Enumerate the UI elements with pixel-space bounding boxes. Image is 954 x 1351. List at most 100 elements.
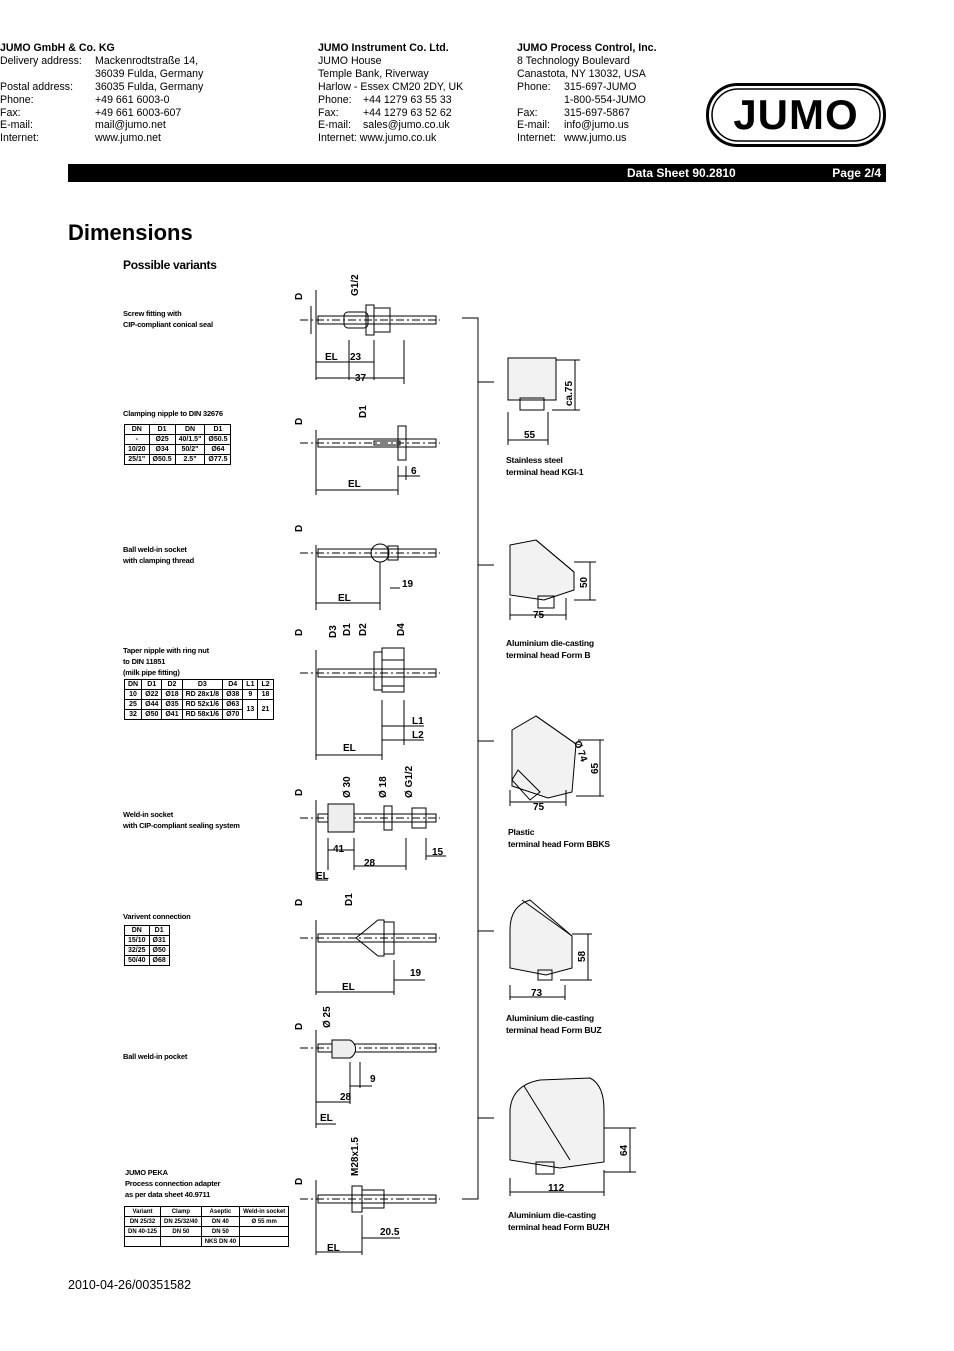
- footer-document-id: 2010-04-26/00351582: [68, 1278, 192, 1292]
- head-caption-form-buz: Aluminium die-casting terminal head Form…: [506, 1012, 602, 1036]
- drawing-head-form-b: [509, 539, 596, 620]
- table-cell: Ø70: [222, 709, 244, 720]
- field-value: www.jumo.us: [564, 132, 627, 145]
- variant-caption-ball-weld-pocket: Ball weld-in pocket: [123, 1051, 187, 1062]
- field-label: E-mail:: [318, 119, 351, 132]
- dim-label: 112: [548, 1183, 565, 1194]
- address-line: JUMO House: [318, 54, 382, 67]
- dim-label: D: [294, 1178, 305, 1185]
- dim-label: EL: [338, 593, 351, 604]
- variant-caption-screw-fitting: Screw fitting with CIP-compliant conical…: [123, 308, 213, 330]
- table-row: NKS DN 40: [123, 1236, 290, 1247]
- dim-label: D: [294, 629, 305, 636]
- field-value: sales@jumo.co.uk: [363, 119, 450, 132]
- dim-label: 64: [619, 1144, 630, 1156]
- dim-label: 55: [524, 430, 536, 441]
- dim-label: 58: [577, 950, 588, 962]
- caption-line: Ball weld-in socket: [123, 545, 187, 554]
- drawing-varivent: [300, 919, 440, 995]
- caption-line: CIP-compliant conical seal: [123, 320, 213, 329]
- field-label: Internet:: [0, 132, 39, 145]
- field-label: Fax:: [318, 106, 339, 119]
- head-caption-kgi1: Stainless steel terminal head KGI-1: [506, 454, 584, 478]
- company-name: JUMO Process Control, Inc.: [517, 42, 657, 54]
- field-value: +44 1279 63 52 62: [363, 106, 452, 119]
- dim-label: 28: [364, 858, 376, 869]
- dim-label: D1: [344, 893, 355, 906]
- dim-label: 9: [370, 1074, 376, 1085]
- dim-label: Ø G1/2: [404, 765, 415, 798]
- dim-label: L1: [412, 716, 424, 727]
- variant-caption-clamping-nipple: Clamping nipple to DIN 32676: [123, 408, 223, 419]
- dim-label: 75: [533, 610, 545, 621]
- dim-label: D4: [396, 623, 407, 636]
- caption-line: Aluminium die-casting: [508, 1210, 596, 1220]
- dim-label: 15: [432, 847, 444, 858]
- company-name: JUMO Instrument Co. Ltd.: [318, 42, 449, 54]
- logo-text: JUMO: [733, 91, 858, 138]
- address-jumo-uk: JUMO Instrument Co. Ltd. JUMO House Temp…: [318, 42, 463, 145]
- dim-label: D3: [328, 625, 339, 638]
- dim-label: D: [294, 789, 305, 796]
- field-value: 1-800-554-JUMO: [564, 93, 646, 106]
- caption-line: (milk pipe fitting): [123, 668, 180, 677]
- head-caption-form-buzh: Aluminium die-casting terminal head Form…: [508, 1209, 610, 1233]
- drawing-head-kgi1: [507, 357, 580, 445]
- drawing-weld-in-socket: [300, 800, 446, 881]
- caption-line: with clamping thread: [123, 556, 195, 565]
- dim-label: 75: [533, 802, 545, 813]
- field-value: mail@jumo.net: [95, 119, 166, 132]
- datasheet-bar: Data Sheet 90.2810 Page 2/4: [68, 164, 886, 182]
- dim-label: EL: [342, 982, 355, 993]
- dim-label: EL: [348, 479, 361, 490]
- caption-line: Plastic: [508, 827, 535, 837]
- field-value: www.jumo.net: [95, 132, 161, 145]
- page-title: Dimensions: [68, 220, 193, 245]
- dim-label: 37: [355, 373, 367, 384]
- caption-line: Varivent connection: [123, 912, 191, 921]
- drawing-clamping-nipple: [300, 425, 440, 495]
- caption-line: Ball weld-in pocket: [123, 1052, 188, 1061]
- dim-label: 19: [410, 968, 422, 979]
- field-value: Mackenrodtstraße 14,: [95, 54, 199, 67]
- field-value: 315-697-JUMO: [564, 80, 637, 93]
- dim-label: D: [294, 418, 305, 425]
- table-cell: [239, 1236, 290, 1247]
- caption-line: terminal head KGI-1: [506, 467, 584, 477]
- address-jumo-germany: JUMO GmbH & Co. KG Delivery address:Mack…: [0, 42, 203, 145]
- caption-line: terminal head Form BUZ: [506, 1025, 602, 1035]
- dim-label: D: [294, 525, 305, 532]
- address-line: Canastota, NY 13032, USA: [517, 67, 646, 80]
- table-cell: 21: [257, 699, 274, 720]
- caption-line: with CIP-compliant sealing system: [123, 821, 240, 830]
- address-line: Temple Bank, Riverway: [318, 67, 429, 80]
- address-line: Harlow - Essex CM20 2DY, UK: [318, 80, 464, 93]
- table-cell: Ø68: [148, 955, 170, 966]
- caption-line: Taper nipple with ring nut: [123, 646, 209, 655]
- dim-label: D1: [342, 623, 353, 636]
- drawing-head-form-buz: [509, 899, 592, 1000]
- dim-label: Ø 18: [378, 776, 389, 798]
- dim-label: 41: [333, 844, 345, 855]
- head-caption-form-b: Aluminium die-casting terminal head Form…: [506, 637, 594, 661]
- field-label: Phone:: [0, 93, 34, 106]
- dim-label: D: [294, 293, 305, 300]
- field-label: Phone:: [517, 80, 551, 93]
- address-line: 8 Technology Boulevard: [517, 54, 630, 67]
- field-value: info@jumo.us: [564, 119, 629, 132]
- caption-line: Stainless steel: [506, 455, 563, 465]
- dim-label: Ø 30: [342, 776, 353, 798]
- dim-label: 20.5: [380, 1227, 400, 1238]
- field-label: E-mail:: [0, 119, 33, 132]
- drawing-ball-weld-socket: [300, 543, 440, 610]
- table-cell: Ø50.5: [148, 454, 176, 465]
- variant-caption-peka: JUMO PEKA Process connection adapter as …: [125, 1167, 220, 1200]
- section-subtitle: Possible variants: [123, 258, 217, 272]
- caption-line: Aluminium die-casting: [506, 1013, 594, 1023]
- caption-line: terminal head Form BBKS: [508, 839, 610, 849]
